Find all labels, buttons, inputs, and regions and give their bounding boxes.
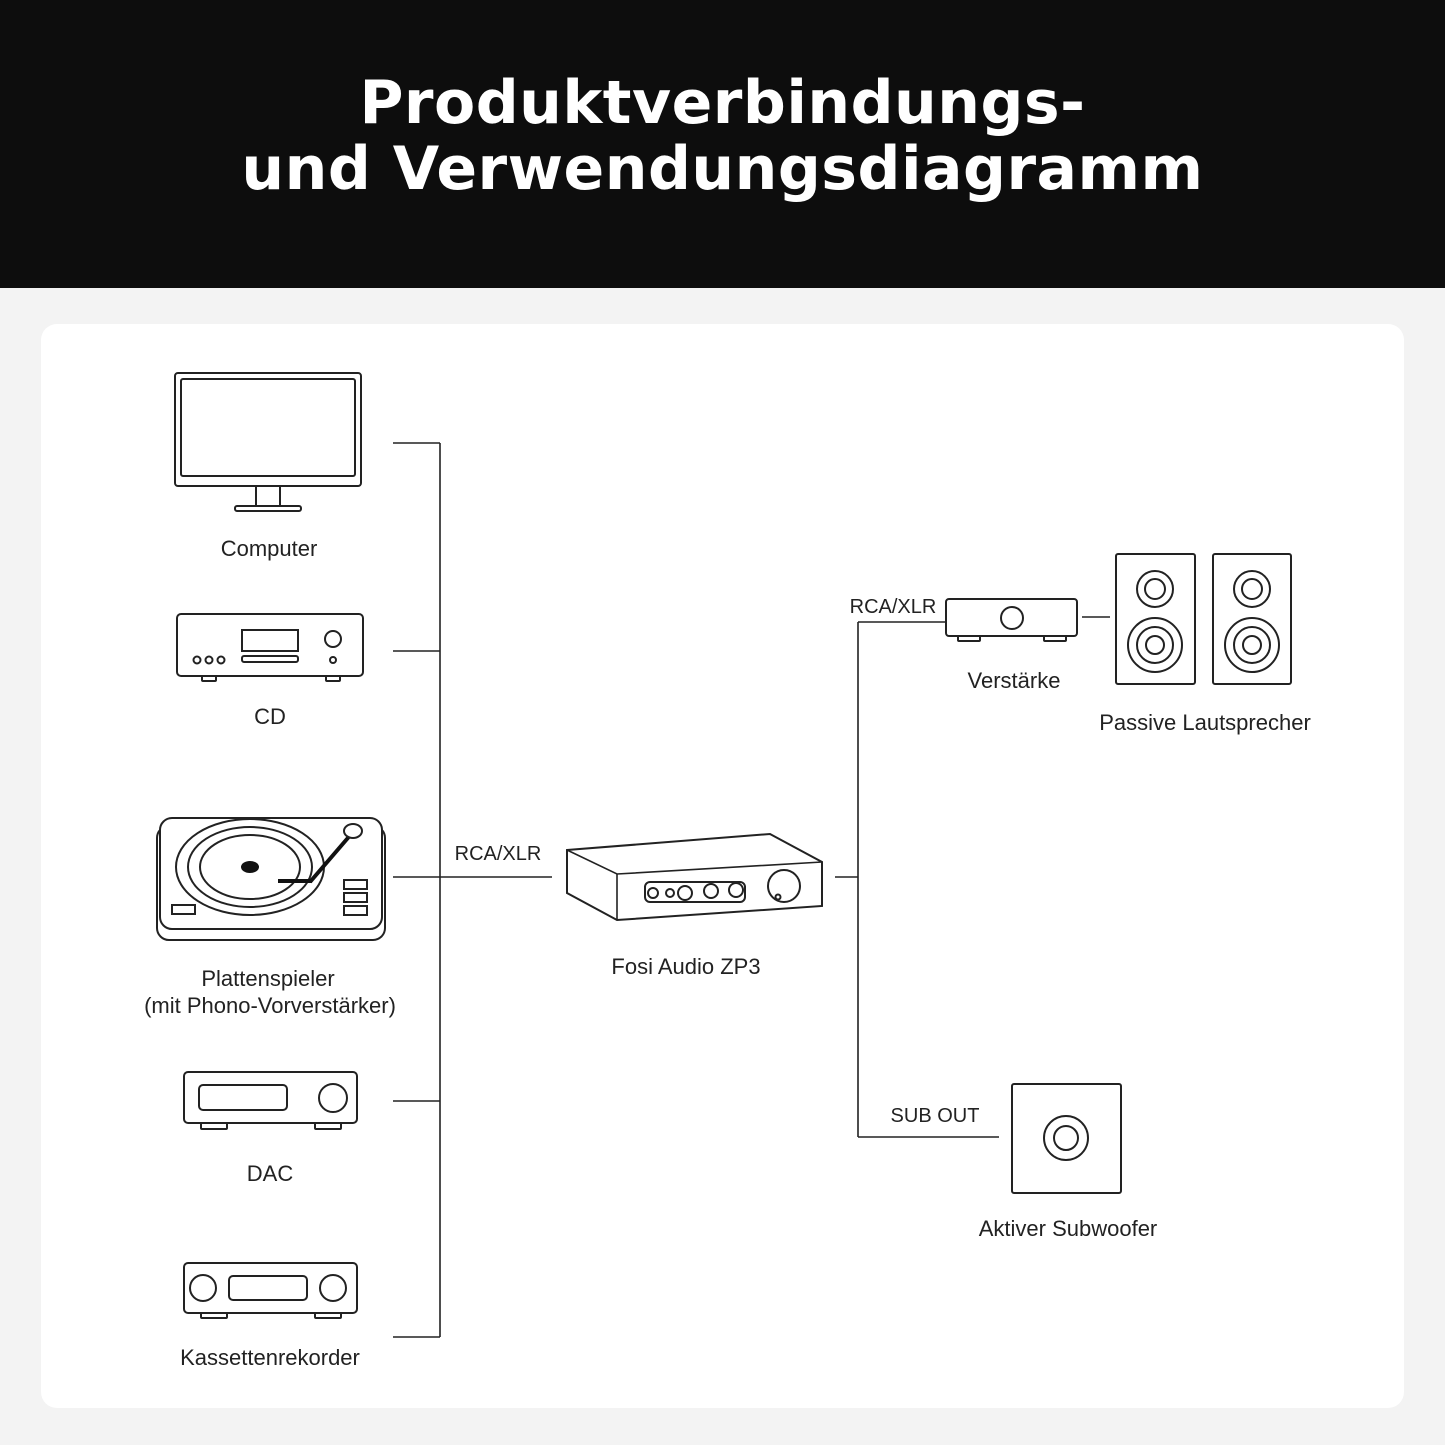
amp-connection-label: RCA/XLR — [850, 596, 937, 618]
cd-label: CD — [254, 704, 286, 729]
dac-label: DAC — [247, 1161, 294, 1186]
subwoofer-label: Aktiver Subwoofer — [979, 1216, 1158, 1241]
input-connection-label: RCA/XLR — [455, 843, 542, 865]
speakers-label: Passive Lautsprecher — [1099, 710, 1311, 735]
title-line-2: und Verwendungsdiagramm — [241, 134, 1204, 204]
passive-speakers-icon — [1115, 553, 1292, 685]
computer-icon — [174, 372, 362, 512]
cassette-recorder-icon — [183, 1262, 358, 1319]
source-bus-lines — [393, 442, 552, 1338]
header-banner: Produktverbindungs- und Verwendungsdiagr… — [0, 0, 1445, 288]
turntable-icon — [156, 817, 386, 941]
power-amplifier-icon — [945, 598, 1078, 642]
cd-player-icon — [176, 613, 364, 682]
turntable-label: Plattenspieler — [201, 966, 334, 991]
subwoofer-icon — [1011, 1083, 1122, 1194]
computer-label: Computer — [221, 536, 318, 561]
amplifier-label: Verstärke — [968, 668, 1061, 693]
output-bus-lines — [835, 616, 1110, 1138]
turntable-sublabel: (mit Phono-Vorverstärker) — [144, 993, 396, 1018]
fosi-zp3-amplifier-icon — [566, 832, 823, 922]
sub-out-label: SUB OUT — [891, 1105, 980, 1127]
zp3-label: Fosi Audio ZP3 — [611, 954, 760, 979]
page-title: Produktverbindungs- und Verwendungsdiagr… — [0, 0, 1445, 202]
cassette-label: Kassettenrekorder — [180, 1345, 360, 1370]
title-line-1: Produktverbindungs- — [359, 68, 1086, 138]
dac-icon — [183, 1071, 358, 1130]
